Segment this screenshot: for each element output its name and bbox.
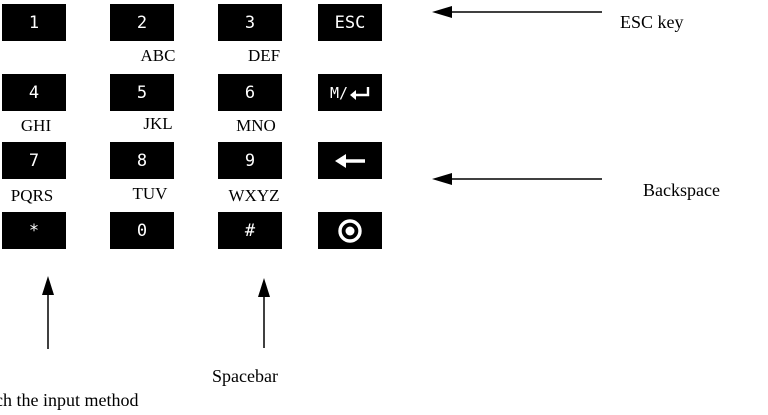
key-4[interactable]: 4 xyxy=(2,74,66,111)
esc-arrow xyxy=(432,6,602,18)
key-0[interactable]: 0 xyxy=(110,212,174,249)
backspace-callout: Backspace xyxy=(643,180,720,200)
backspace-arrow xyxy=(432,173,602,185)
key-7-label: 7 xyxy=(28,150,40,171)
mode-enter-key[interactable]: M/ xyxy=(318,74,382,111)
key-9-letters: WXYZ xyxy=(228,186,280,205)
hash-key-label: # xyxy=(244,220,256,241)
key-3-label: 3 xyxy=(244,12,256,33)
key-2-letters: ABC xyxy=(140,46,176,65)
power-icon xyxy=(337,218,363,244)
key-3-letters: DEF xyxy=(247,46,281,65)
spacebar-arrow xyxy=(258,278,270,348)
key-5[interactable]: 5 xyxy=(110,74,174,111)
key-0-label: 0 xyxy=(136,220,148,241)
mode-enter-icon: M/ xyxy=(328,83,372,103)
key-3[interactable]: 3 xyxy=(218,4,282,41)
key-4-label: 4 xyxy=(28,82,40,103)
key-6-label: 6 xyxy=(244,82,256,103)
key-9[interactable]: 9 xyxy=(218,142,282,179)
key-9-label: 9 xyxy=(244,150,256,171)
key-5-label: 5 xyxy=(136,82,148,103)
svg-text:M/: M/ xyxy=(330,84,348,102)
key-2[interactable]: 2 xyxy=(110,4,174,41)
spacebar-callout: Spacebar xyxy=(212,366,278,386)
power-key[interactable] xyxy=(318,212,382,249)
key-5-letters: JKL xyxy=(143,114,173,133)
key-7-letters: PQRS xyxy=(10,186,54,205)
esc-key-callout: ESC key xyxy=(620,12,684,32)
esc-key-label: ESC xyxy=(334,12,366,33)
key-4-letters: GHI xyxy=(20,116,52,135)
key-1-label: 1 xyxy=(28,12,40,33)
key-8-label: 8 xyxy=(136,150,148,171)
key-7[interactable]: 7 xyxy=(2,142,66,179)
backspace-key[interactable] xyxy=(318,142,382,179)
key-8[interactable]: 8 xyxy=(110,142,174,179)
input-method-callout: Switch the input method xyxy=(0,390,139,410)
key-1[interactable]: 1 xyxy=(2,4,66,41)
esc-key[interactable]: ESC xyxy=(318,4,382,41)
key-8-letters: TUV xyxy=(132,184,168,203)
star-key-label: * xyxy=(28,220,40,241)
backspace-arrow-icon xyxy=(333,153,367,169)
key-6[interactable]: 6 xyxy=(218,74,282,111)
star-key[interactable]: * xyxy=(2,212,66,249)
key-6-letters: MNO xyxy=(236,116,276,135)
key-2-label: 2 xyxy=(136,12,148,33)
hash-key[interactable]: # xyxy=(218,212,282,249)
input-method-arrow xyxy=(42,276,54,349)
